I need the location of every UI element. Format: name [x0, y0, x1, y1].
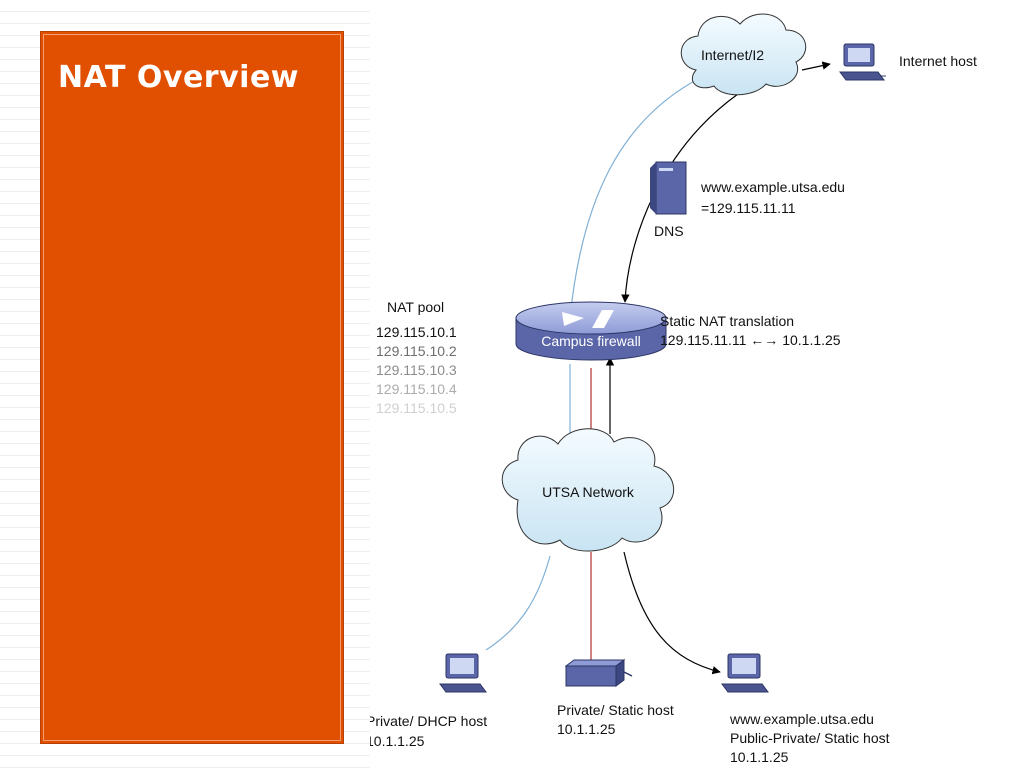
slide-title: NAT Overview — [58, 60, 300, 95]
public-host-label: Public-Private/ Static host — [730, 730, 890, 746]
diagram-area: Internet/I2 Internet host www.example.ut… — [370, 0, 1024, 768]
dhcp-host-computer-icon — [439, 653, 487, 693]
internet-cloud-label: Internet/I2 — [701, 47, 764, 63]
internet-host-computer-icon — [839, 43, 886, 81]
static-nat-label: Static NAT translation — [660, 313, 794, 329]
static-nat-mapping: 129.115.11.11 ←→ 10.1.1.25 — [660, 332, 841, 348]
nat-pool-address-5: 129.115.10.5 — [376, 400, 457, 416]
nat-pool-address-3: 129.115.10.3 — [376, 362, 457, 378]
public-host-domain: www.example.utsa.edu — [729, 711, 874, 727]
campus-firewall-icon — [515, 301, 667, 361]
internet-cloud-icon — [680, 13, 807, 96]
nat-pool-address-1: 129.115.10.1 — [376, 324, 457, 340]
dns-record-name: www.example.utsa.edu — [700, 179, 845, 195]
dns-record-address: =129.115.11.11 — [701, 200, 796, 216]
public-host-computer-icon — [721, 653, 769, 693]
static-host-address: 10.1.1.25 — [557, 721, 616, 737]
dhcp-host-address: 10.1.1.25 — [370, 733, 425, 749]
utsa-network-cloud-icon — [501, 428, 675, 552]
static-host-switch-icon — [564, 659, 633, 687]
static-host-label: Private/ Static host — [557, 702, 674, 718]
nat-pool-address-4: 129.115.10.4 — [376, 381, 457, 397]
campus-firewall-label: Campus firewall — [541, 333, 641, 349]
blue-link-fw-internet — [569, 77, 701, 319]
arrow-cloud-to-internet-host — [801, 61, 831, 71]
public-host-address: 10.1.1.25 — [730, 749, 789, 765]
nat-pool-label: NAT pool — [387, 299, 444, 315]
title-panel — [40, 31, 344, 744]
utsa-network-label: UTSA Network — [542, 484, 635, 500]
dns-server-icon — [650, 161, 687, 215]
nat-pool-address-2: 129.115.10.2 — [376, 343, 457, 359]
arrow-network-to-public-host — [623, 551, 721, 675]
blue-link-network-dhcp — [485, 555, 551, 651]
nat-diagram: Internet/I2 Internet host www.example.ut… — [370, 13, 977, 765]
dns-label: DNS — [654, 223, 684, 239]
internet-host-label: Internet host — [899, 53, 977, 69]
dhcp-host-label: Private/ DHCP host — [370, 713, 487, 729]
